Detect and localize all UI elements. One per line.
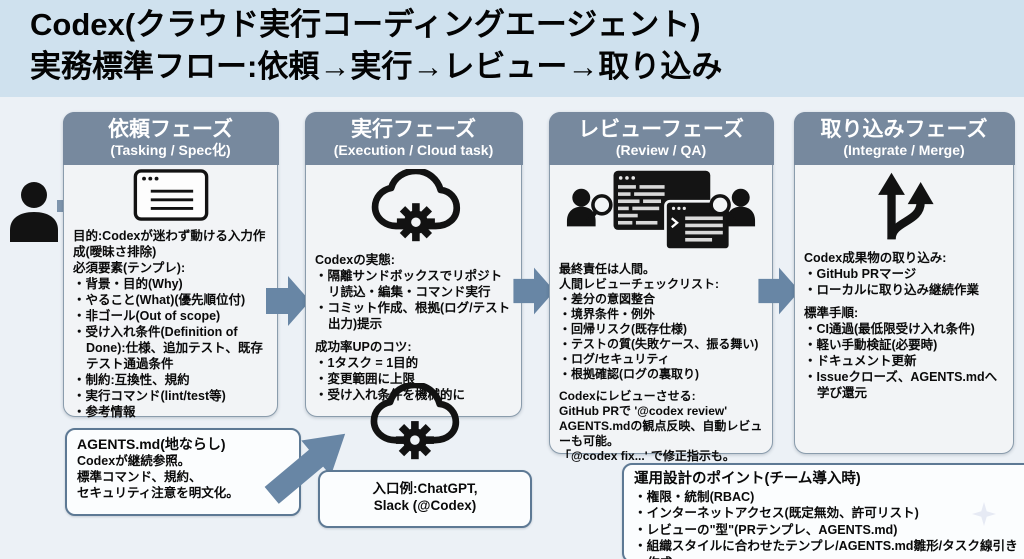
list-line: GitHub PRで '@codex review': [559, 403, 728, 418]
list-line: ・やること(What)(優先順位付): [73, 292, 246, 307]
list-line: ・実行コマンド(lint/test等): [73, 388, 226, 403]
browser-window-icon: [64, 165, 277, 226]
code-review-icon: [550, 165, 772, 260]
list-line: ・組織スタイルに合わせたテンプレ/AGENTS.md雛形/タスク線引き作成: [634, 539, 1018, 559]
list-line: ・参考情報: [73, 404, 136, 419]
list-line: ・変更範囲に上限: [315, 371, 416, 386]
list-line: ・テストの質(失敗ケース、振る舞い): [559, 336, 759, 351]
flow-arrow-icon: [757, 262, 801, 325]
phase-header-en: (Integrate / Merge): [843, 141, 965, 158]
spacer: [315, 332, 512, 339]
phase-column-execution: 実行フェーズ (Execution / Cloud task): [304, 111, 523, 417]
phase-body-tasking: 目的:Codexが迷わず動ける入力作成(曖昧さ排除) 必須要素(テンプレ): ・…: [64, 226, 277, 420]
title-band: [0, 0, 1024, 97]
list-line: 「@codex fix...' で修正指示も。: [559, 448, 735, 463]
phase-body-review: 最終責任は人間。 人間レビューチェックリスト: ・差分の意図整合 ・境界条件・例…: [550, 260, 772, 464]
phase-header-ja: 実行フェーズ: [351, 117, 476, 141]
list-line: ・非ゴール(Out of scope): [73, 308, 221, 323]
list-line: ・回帰リスク(既存仕様): [559, 321, 687, 336]
phase-header-execution: 実行フェーズ (Execution / Cloud task): [304, 111, 523, 165]
list-line: ・境界条件・例外: [559, 306, 656, 321]
phase-column-integrate: 取り込みフェーズ (Integrate / Merge) Codex成果物の取り…: [793, 111, 1015, 454]
phase-column-tasking: 依頼フェーズ (Tasking / Spec化) 目的:Codexが迷わず動ける…: [62, 111, 279, 420]
page-title: Codex(クラウド実行コーディングエージェント) 実務標準フロー:依頼→実行→…: [30, 4, 722, 88]
agents-md-box: AGENTS.md(地ならし) Codexが継続参照。 標準コマンド、規約、 セ…: [65, 428, 301, 516]
page-title-line1: Codex(クラウド実行コーディングエージェント): [30, 7, 701, 42]
ops-design-box: 運用設計のポイント(チーム導入時) ・権限・統制(RBAC) ・インターネットア…: [622, 463, 1024, 559]
list-line: ・GitHub PRマージ: [804, 266, 917, 281]
list-line: 目的:Codexが迷わず動ける入力作成(曖昧さ排除): [73, 228, 266, 259]
list-line: ・背景・目的(Why): [73, 276, 183, 291]
list-line: ・隔離サンドボックスでリポジトリ読込・編集・コマンド実行: [315, 268, 503, 299]
list-line: 標準手順:: [804, 305, 859, 320]
list-line: ・Issueクローズ、AGENTS.mdへ学び還元: [804, 369, 998, 400]
agents-md-title: AGENTS.md(地ならし): [77, 436, 226, 452]
cloud-gear-icon: [365, 381, 461, 468]
agents-md-line: Codexが継続参照。: [77, 454, 191, 468]
branch-merge-icon: [795, 165, 1013, 248]
list-line: AGENTS.mdの観点反映、自動レビューも可能。: [559, 418, 763, 448]
list-line: ・ドキュメント更新: [804, 353, 917, 368]
list-line: 人間レビューチェックリスト:: [559, 276, 719, 291]
list-line: ・ローカルに取り込み継続作業: [804, 282, 980, 297]
phase-body-execution: Codexの実態: ・隔離サンドボックスでリポジトリ読込・編集・コマンド実行 ・…: [306, 250, 521, 403]
flow-arrow-icon: [254, 412, 367, 520]
phase-header-en: (Tasking / Spec化): [110, 141, 231, 158]
phase-header-en: (Review / QA): [615, 141, 707, 158]
flow-arrow-icon: [266, 270, 310, 337]
phase-header-integrate: 取り込みフェーズ (Integrate / Merge): [793, 111, 1015, 165]
list-line: 最終責任は人間。: [559, 261, 656, 276]
list-line: ・CI通過(最低限受け入れ条件): [804, 321, 975, 336]
page-title-line2: 実務標準フロー:依頼→実行→レビュー→取り込み: [30, 49, 723, 84]
entry-example-line: Slack (@Codex): [373, 498, 477, 513]
ops-design-title: 運用設計のポイント(チーム導入時): [634, 471, 861, 487]
list-line: Codexの実態:: [315, 252, 395, 267]
list-line: ・権限・統制(RBAC): [634, 490, 755, 504]
list-line: ・インターネットアクセス(既定無効、許可リスト): [634, 506, 919, 521]
phase-header-review: レビューフェーズ (Review / QA): [548, 111, 774, 165]
list-line: 必須要素(テンプレ):: [73, 260, 186, 275]
list-line: ・差分の意図整合: [559, 291, 656, 306]
phase-header-en: (Execution / Cloud task): [333, 141, 494, 158]
phase-column-review: レビューフェーズ (Review / QA): [548, 111, 774, 463]
entry-example-box: 入口例:ChatGPT, Slack (@Codex): [318, 470, 532, 528]
list-line: ・制約:互換性、規約: [73, 372, 190, 387]
agents-md-line: 標準コマンド、規約、: [77, 470, 202, 484]
list-line: ・ログ/セキュリティ: [559, 351, 670, 366]
list-line: ・コミット作成、根拠(ログ/テスト出力)提示: [315, 300, 511, 331]
phase-header-ja: 取り込みフェーズ: [820, 117, 988, 141]
list-line: ・受け入れ条件(Definition of Done):仕様、追加テスト、既存テ…: [73, 324, 263, 371]
cloud-gear-icon: [306, 165, 521, 250]
phase-header-ja: レビューフェーズ: [578, 117, 744, 141]
list-line: ・レビューの"型"(PRテンプレ、AGENTS.md): [634, 522, 898, 537]
sparkle-decoration: [972, 502, 996, 531]
list-line: 成功率UPのコツ:: [315, 339, 412, 354]
list-line: ・軽い手動検証(必要時): [804, 337, 938, 352]
flow-arrow-icon: [512, 262, 556, 325]
agents-md-line: セキュリティ注意を明文化。: [77, 486, 239, 500]
spacer: [804, 298, 1004, 305]
phase-header-ja: 依頼フェーズ: [108, 117, 233, 141]
list-line: ・根拠確認(ログの裏取り): [559, 366, 699, 381]
list-line: Codexにレビューさせる:: [559, 388, 696, 403]
spacer: [559, 382, 763, 389]
entry-example-line: 入口例:ChatGPT,: [372, 481, 478, 496]
list-line: Codex成果物の取り込み:: [804, 250, 947, 265]
phase-body-integrate: Codex成果物の取り込み: ・GitHub PRマージ ・ローカルに取り込み継…: [795, 248, 1013, 401]
phase-header-tasking: 依頼フェーズ (Tasking / Spec化): [62, 111, 279, 165]
list-line: ・1タスク = 1目的: [315, 355, 419, 370]
person-icon: [8, 180, 60, 247]
